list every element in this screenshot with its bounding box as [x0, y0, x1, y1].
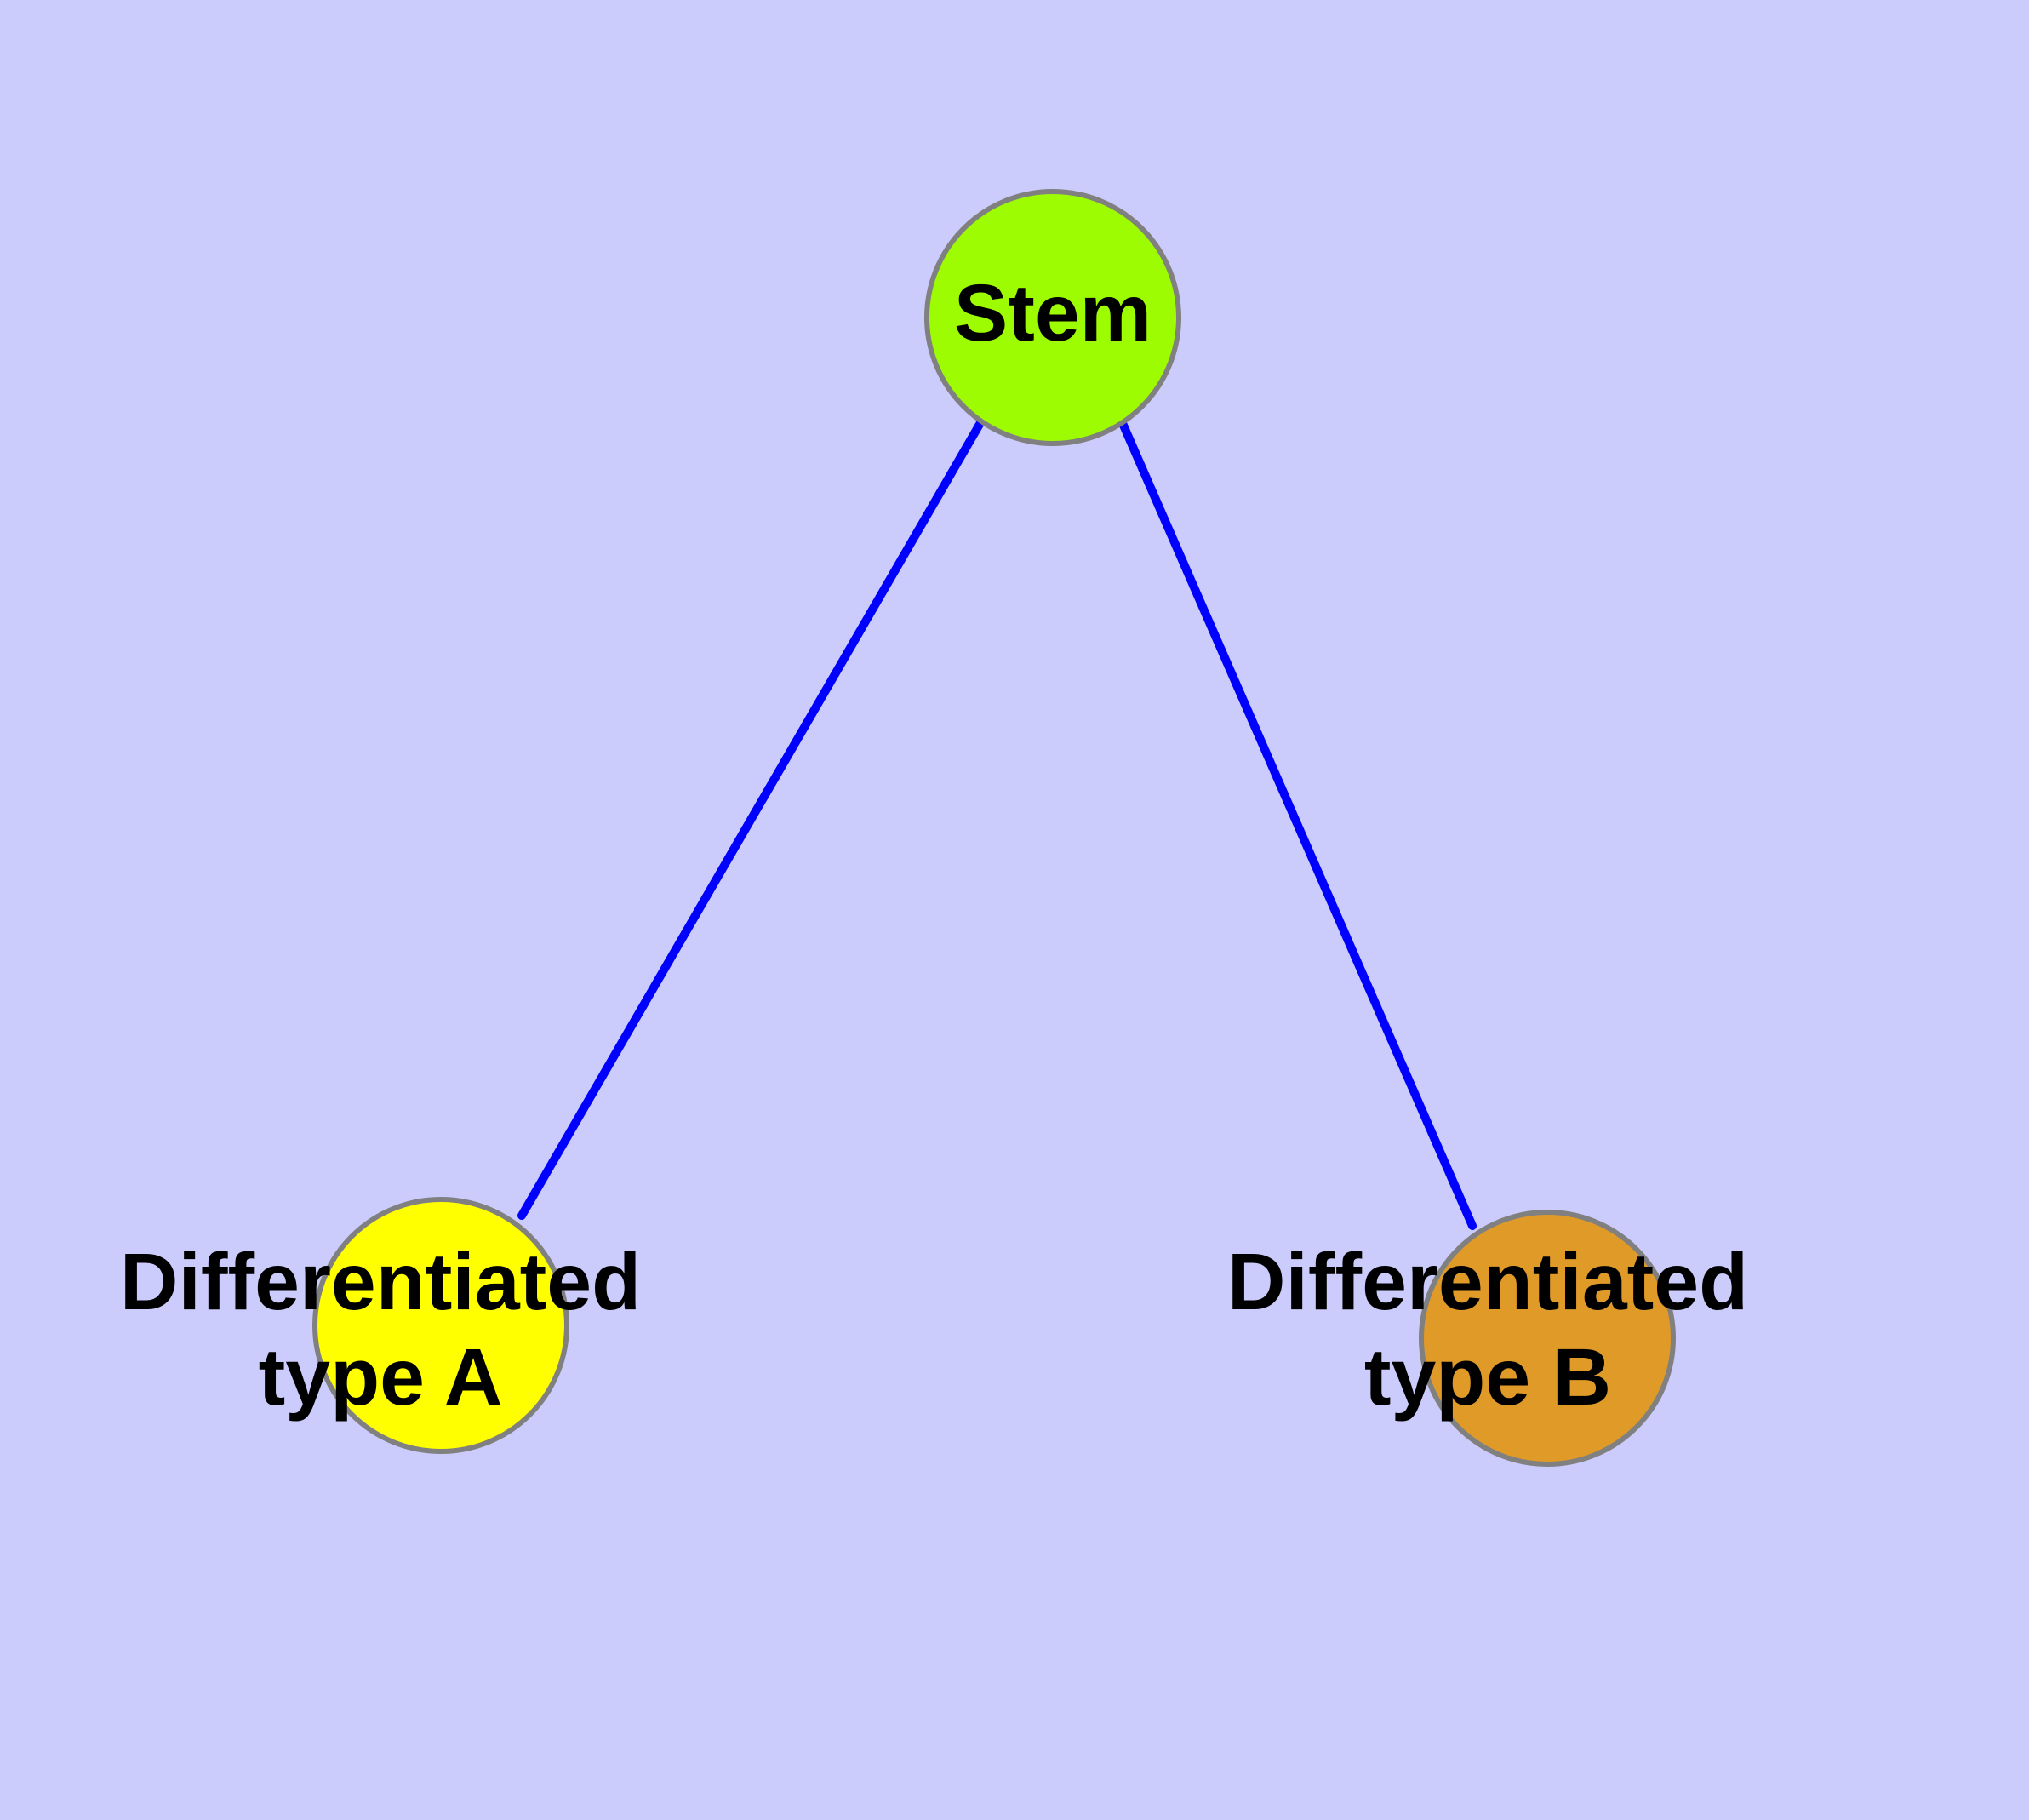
node-differentiated-type-b-label-line-1: Differentiated — [1227, 1237, 1748, 1327]
node-differentiated-type-a[interactable] — [312, 1197, 569, 1454]
edge-layer — [517, 417, 1477, 1230]
node-differentiated-type-b-label-line-2: type B — [1364, 1332, 1611, 1422]
node-stem[interactable]: Stem — [924, 189, 1181, 446]
node-differentiated-type-a-circle[interactable] — [312, 1197, 569, 1454]
label-layer: Differentiated type A Differentiated typ… — [120, 1237, 1748, 1422]
node-differentiated-type-a-label-line-1: Differentiated — [120, 1237, 641, 1327]
node-differentiated-type-b[interactable] — [1419, 1210, 1676, 1467]
edge-stem-to-differentiated-type-a[interactable] — [517, 417, 986, 1220]
edge-stem-to-differentiated-type-b[interactable] — [1117, 417, 1477, 1230]
node-differentiated-type-a-label-line-2: type A — [259, 1332, 503, 1422]
node-layer: Stem — [312, 189, 1676, 1467]
node-stem-circle[interactable] — [924, 189, 1181, 446]
node-stem-label: Stem — [954, 268, 1152, 358]
node-differentiated-type-b-circle[interactable] — [1419, 1210, 1676, 1467]
